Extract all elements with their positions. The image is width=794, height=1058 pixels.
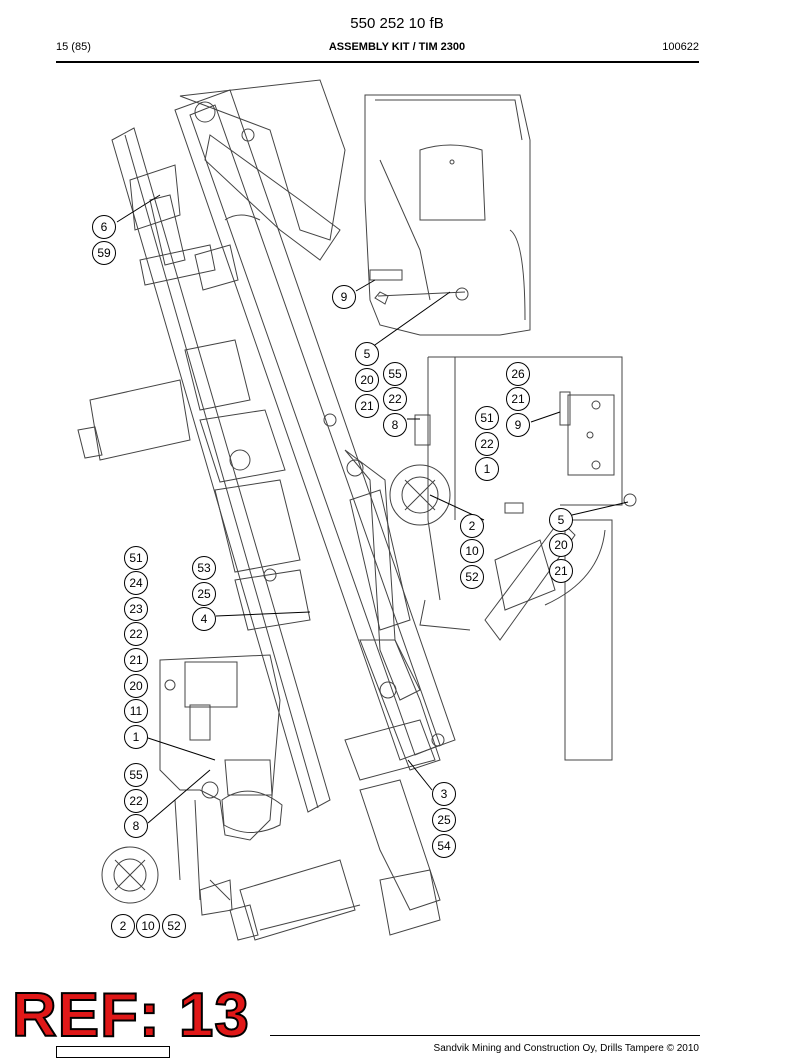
callout-8: 8 bbox=[124, 814, 148, 838]
svg-text:52: 52 bbox=[167, 919, 181, 933]
callout-53: 53 bbox=[192, 556, 216, 580]
callout-22: 22 bbox=[124, 622, 148, 646]
svg-text:25: 25 bbox=[437, 813, 451, 827]
svg-text:55: 55 bbox=[129, 768, 143, 782]
svg-text:5: 5 bbox=[364, 347, 371, 361]
callout-8: 8 bbox=[383, 413, 407, 437]
callout-22: 22 bbox=[383, 387, 407, 411]
callout-51: 51 bbox=[475, 406, 499, 430]
callout-26: 26 bbox=[506, 362, 530, 386]
leader-lines bbox=[116, 194, 629, 824]
callout-52: 52 bbox=[460, 565, 484, 589]
callouts: 6 59 9 5 20 55 21 22 8 26 21 51 9 22 1 2… bbox=[92, 215, 573, 938]
callout-51: 51 bbox=[124, 546, 148, 570]
callout-6: 6 bbox=[92, 215, 116, 239]
svg-text:8: 8 bbox=[392, 418, 399, 432]
svg-text:6: 6 bbox=[101, 220, 108, 234]
callout-20: 20 bbox=[355, 368, 379, 392]
svg-text:8: 8 bbox=[133, 819, 140, 833]
callout-54: 54 bbox=[432, 834, 456, 858]
boom-assembly bbox=[77, 79, 456, 941]
document-title: ASSEMBLY KIT / TIM 2300 bbox=[328, 41, 466, 53]
callout-10: 10 bbox=[460, 539, 484, 563]
callout-1: 1 bbox=[475, 457, 499, 481]
svg-text:54: 54 bbox=[437, 839, 451, 853]
footer-divider bbox=[270, 1035, 700, 1036]
page-number: 15 (85) bbox=[56, 41, 91, 53]
callout-2: 2 bbox=[460, 514, 484, 538]
svg-text:4: 4 bbox=[201, 612, 208, 626]
callout-20: 20 bbox=[124, 674, 148, 698]
svg-text:24: 24 bbox=[129, 576, 143, 590]
svg-text:26: 26 bbox=[511, 367, 525, 381]
svg-text:20: 20 bbox=[360, 373, 374, 387]
svg-text:53: 53 bbox=[197, 561, 211, 575]
svg-text:52: 52 bbox=[465, 570, 479, 584]
svg-text:51: 51 bbox=[129, 551, 143, 565]
svg-text:21: 21 bbox=[554, 564, 568, 578]
svg-text:5: 5 bbox=[558, 513, 565, 527]
svg-text:22: 22 bbox=[129, 794, 143, 808]
reference-stamp: REF: 13 bbox=[11, 981, 250, 1050]
callout-25: 25 bbox=[432, 808, 456, 832]
callout-20: 20 bbox=[549, 533, 573, 557]
svg-text:1: 1 bbox=[484, 462, 491, 476]
callout-9: 9 bbox=[506, 413, 530, 437]
svg-text:55: 55 bbox=[388, 367, 402, 381]
callout-55: 55 bbox=[124, 763, 148, 787]
callout-21: 21 bbox=[549, 559, 573, 583]
side-panel-view bbox=[389, 356, 637, 761]
svg-text:2: 2 bbox=[120, 919, 127, 933]
callout-23: 23 bbox=[124, 597, 148, 621]
callout-59: 59 bbox=[92, 241, 116, 265]
lower-left-unit bbox=[101, 654, 283, 916]
callout-21: 21 bbox=[124, 648, 148, 672]
callout-25: 25 bbox=[192, 582, 216, 606]
svg-text:21: 21 bbox=[360, 399, 374, 413]
svg-text:22: 22 bbox=[388, 392, 402, 406]
document-number: 550 252 10 fB bbox=[350, 15, 444, 32]
svg-text:10: 10 bbox=[141, 919, 155, 933]
svg-text:10: 10 bbox=[465, 544, 479, 558]
cabin-view bbox=[364, 94, 531, 336]
svg-text:2: 2 bbox=[469, 519, 476, 533]
callout-22: 22 bbox=[124, 789, 148, 813]
callout-55: 55 bbox=[383, 362, 407, 386]
callout-5: 5 bbox=[355, 342, 379, 366]
callout-9: 9 bbox=[332, 285, 356, 309]
svg-text:25: 25 bbox=[197, 587, 211, 601]
svg-text:21: 21 bbox=[511, 392, 525, 406]
svg-text:11: 11 bbox=[130, 704, 143, 718]
callout-1: 1 bbox=[124, 725, 148, 749]
copyright-text: Sandvik Mining and Construction Oy, Dril… bbox=[433, 1043, 699, 1054]
callout-52: 52 bbox=[162, 914, 186, 938]
svg-text:20: 20 bbox=[554, 538, 568, 552]
svg-text:3: 3 bbox=[441, 787, 448, 801]
callout-5: 5 bbox=[549, 508, 573, 532]
header-divider bbox=[56, 61, 699, 63]
callout-11: 11 bbox=[124, 699, 148, 723]
svg-text:51: 51 bbox=[480, 411, 494, 425]
svg-text:22: 22 bbox=[480, 437, 494, 451]
svg-text:59: 59 bbox=[97, 246, 111, 260]
company-logo bbox=[56, 1046, 170, 1058]
callout-21: 21 bbox=[355, 394, 379, 418]
svg-text:9: 9 bbox=[341, 290, 348, 304]
callout-24: 24 bbox=[124, 571, 148, 595]
callout-21: 21 bbox=[506, 387, 530, 411]
callout-10: 10 bbox=[136, 914, 160, 938]
svg-text:21: 21 bbox=[129, 653, 143, 667]
callout-3: 3 bbox=[432, 782, 456, 806]
svg-text:9: 9 bbox=[515, 418, 522, 432]
svg-text:22: 22 bbox=[129, 627, 143, 641]
callout-4: 4 bbox=[192, 607, 216, 631]
callout-2: 2 bbox=[111, 914, 135, 938]
callout-22: 22 bbox=[475, 432, 499, 456]
svg-text:1: 1 bbox=[133, 730, 140, 744]
svg-text:20: 20 bbox=[129, 679, 143, 693]
document-date: 100622 bbox=[662, 41, 699, 53]
svg-text:23: 23 bbox=[129, 602, 143, 616]
